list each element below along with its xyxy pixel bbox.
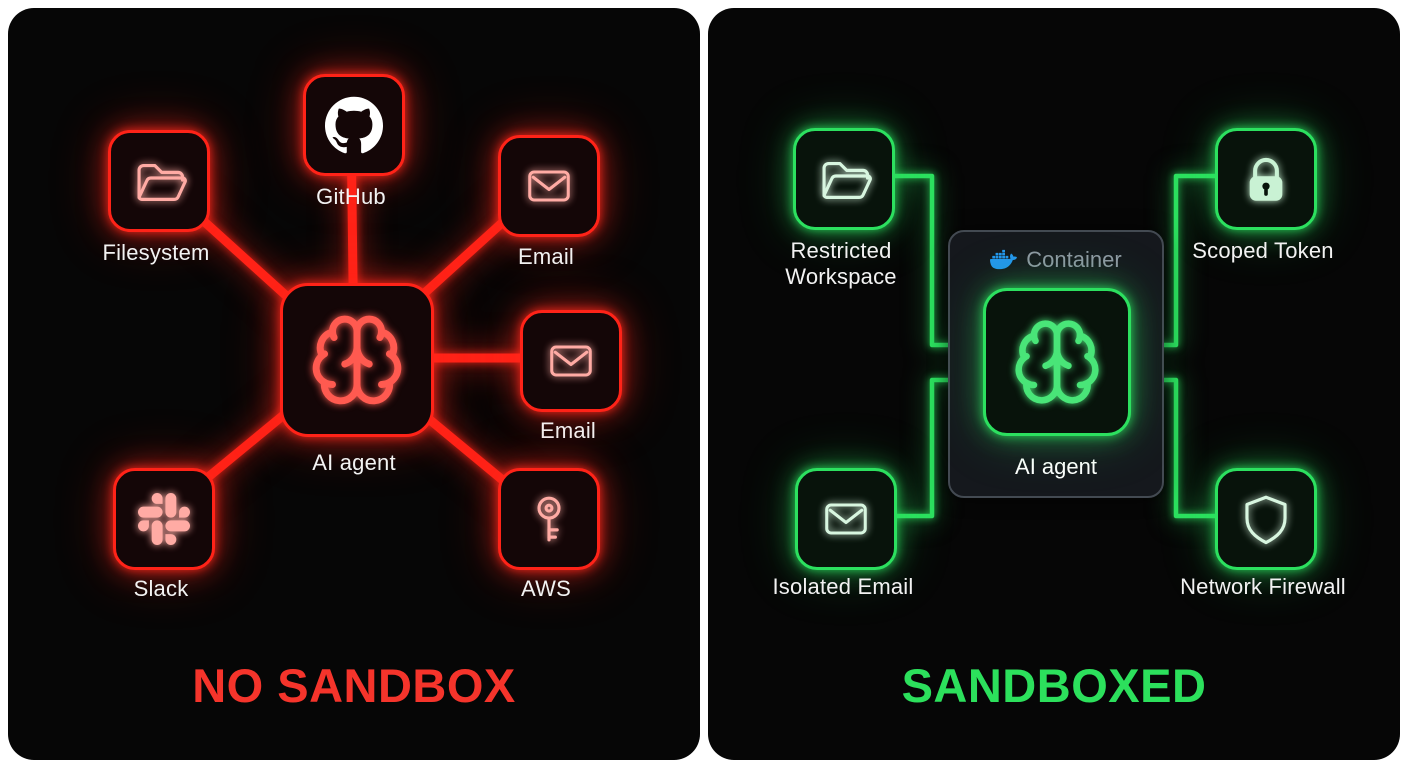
no-sandbox-title: NO SANDBOX: [192, 659, 516, 712]
email-top-node: [498, 135, 600, 237]
github-icon: [325, 96, 383, 154]
github-label: GitHub: [316, 184, 386, 209]
restricted-workspace-label: Restricted Workspace: [785, 238, 897, 290]
lock-icon: [1237, 150, 1295, 208]
slack-label: Slack: [133, 576, 189, 601]
slack-icon: [138, 493, 190, 545]
container-label: Container: [1026, 246, 1122, 272]
no-sandbox-panel: Filesystem GitHub Email AI agent Email S…: [8, 8, 700, 760]
wire-isolated-email: [888, 377, 953, 519]
scoped-token-label: Scoped Token: [1192, 238, 1334, 263]
envelope-icon: [521, 158, 577, 214]
isolated-email-node: [795, 468, 897, 570]
container-header: Container: [950, 246, 1162, 273]
sandboxed-panel: Restricted Workspace Scoped Token Contai…: [708, 8, 1400, 760]
email-right-label: Email: [539, 418, 596, 443]
wire-scoped-token: [1155, 173, 1222, 348]
container-box: Container AI agent: [948, 230, 1164, 498]
green-connection-lines: [886, 173, 1222, 519]
ai-agent-label: AI agent: [1015, 454, 1097, 479]
network-firewall-label: Network Firewall: [1180, 574, 1346, 599]
docker-icon: [990, 246, 1017, 273]
email-right-node: [520, 310, 622, 412]
ai-agent-label: AI agent: [312, 450, 396, 475]
restricted-workspace-node: [793, 128, 895, 230]
slack-node: [113, 468, 215, 570]
filesystem-node: [108, 130, 210, 232]
folder-icon: [815, 150, 873, 208]
sandboxed-title: SANDBOXED: [901, 659, 1207, 712]
aws-label: AWS: [521, 576, 571, 601]
scoped-token-node: [1215, 128, 1317, 230]
aws-node: [498, 468, 600, 570]
envelope-icon: [818, 491, 874, 547]
brain-icon: [308, 311, 406, 409]
network-firewall-node: [1215, 468, 1317, 570]
wire-network-firewall: [1155, 377, 1222, 519]
filesystem-label: Filesystem: [102, 240, 210, 265]
ai-agent-node: [983, 288, 1131, 436]
shield-icon: [1237, 490, 1295, 548]
wire-restricted-workspace: [886, 173, 953, 348]
github-node: [303, 74, 405, 176]
folder-icon: [130, 152, 188, 210]
email-top-label: Email: [517, 244, 574, 269]
envelope-icon: [543, 333, 599, 389]
ai-agent-node: [280, 283, 434, 437]
key-icon: [520, 490, 578, 548]
isolated-email-label: Isolated Email: [772, 574, 914, 599]
brain-icon: [1011, 316, 1103, 408]
